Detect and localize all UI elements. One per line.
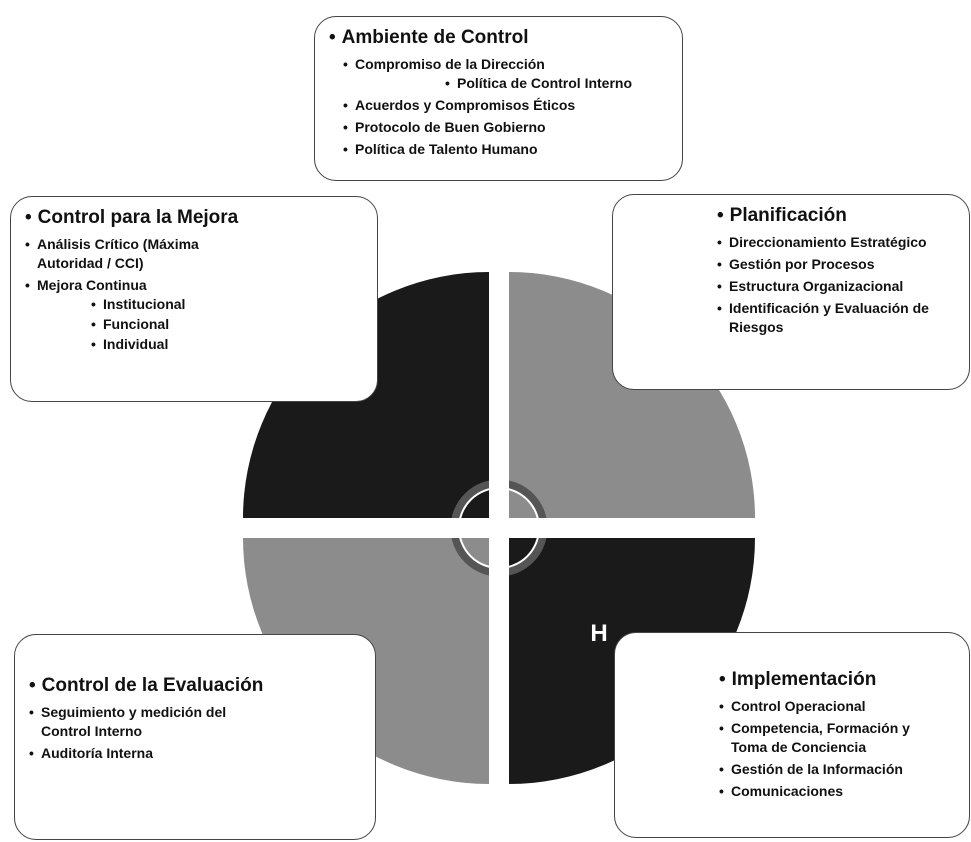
box-control-para-la-mejora: Control para la Mejora Análisis Crítico … bbox=[10, 196, 378, 402]
sub-list: Política de Control Interno bbox=[445, 74, 668, 93]
list-item: Direccionamiento Estratégico bbox=[717, 233, 955, 252]
list-item: Mejora Continua Institucional Funcional … bbox=[25, 276, 363, 354]
list-item: Comunicaciones bbox=[719, 782, 955, 801]
box-ambiente-de-control: Ambiente de Control Compromiso de la Dir… bbox=[314, 16, 683, 181]
list-item: Identificación y Evaluación de Riesgos bbox=[717, 299, 955, 337]
box-title: Planificación bbox=[717, 205, 955, 227]
item-list: Control Operacional Competencia, Formaci… bbox=[719, 697, 955, 801]
list-item: Acuerdos y Compromisos Éticos bbox=[343, 96, 668, 115]
box-planificacion: Planificación Direccionamiento Estratégi… bbox=[612, 194, 970, 390]
list-item: Gestión por Procesos bbox=[717, 255, 955, 274]
box-control-de-la-evaluacion: Control de la Evaluación Seguimiento y m… bbox=[14, 634, 376, 840]
sub-list-item: Funcional bbox=[91, 315, 363, 334]
item-list: Direccionamiento Estratégico Gestión por… bbox=[717, 233, 955, 337]
quadrant-top-right bbox=[509, 272, 755, 518]
list-item: Auditoría Interna bbox=[29, 744, 361, 763]
list-item: Competencia, Formación y Toma de Concien… bbox=[719, 719, 941, 757]
sub-list-item: Individual bbox=[91, 335, 363, 354]
list-item: Control Operacional bbox=[719, 697, 955, 716]
list-item: Seguimiento y medición del Control Inter… bbox=[29, 703, 261, 741]
item-list: Análisis Crítico (Máxima Autoridad / CCI… bbox=[25, 235, 363, 354]
list-item: Política de Talento Humano bbox=[343, 140, 668, 159]
gap-horizontal bbox=[241, 518, 757, 538]
box-title: Control para la Mejora bbox=[25, 207, 363, 229]
quadrant-letter: H bbox=[590, 620, 608, 647]
item-text: Compromiso de la Dirección bbox=[355, 56, 545, 72]
box-title: Control de la Evaluación bbox=[29, 675, 361, 697]
list-item: Gestión de la Información bbox=[719, 760, 955, 779]
item-text: Mejora Continua bbox=[37, 277, 147, 293]
list-item: Análisis Crítico (Máxima Autoridad / CCI… bbox=[25, 235, 237, 273]
item-list: Compromiso de la Dirección Política de C… bbox=[343, 55, 668, 159]
box-implementacion: Implementación Control Operacional Compe… bbox=[614, 632, 970, 838]
sub-list-item: Institucional bbox=[91, 295, 363, 314]
sub-list-item: Política de Control Interno bbox=[445, 74, 668, 93]
list-item: Protocolo de Buen Gobierno bbox=[343, 118, 668, 137]
box-title: Implementación bbox=[719, 669, 955, 691]
sub-list: Institucional Funcional Individual bbox=[91, 295, 363, 354]
list-item: Compromiso de la Dirección Política de C… bbox=[343, 55, 668, 93]
box-title: Ambiente de Control bbox=[329, 27, 668, 49]
list-item: Estructura Organizacional bbox=[717, 277, 955, 296]
item-list: Seguimiento y medición del Control Inter… bbox=[29, 703, 361, 763]
